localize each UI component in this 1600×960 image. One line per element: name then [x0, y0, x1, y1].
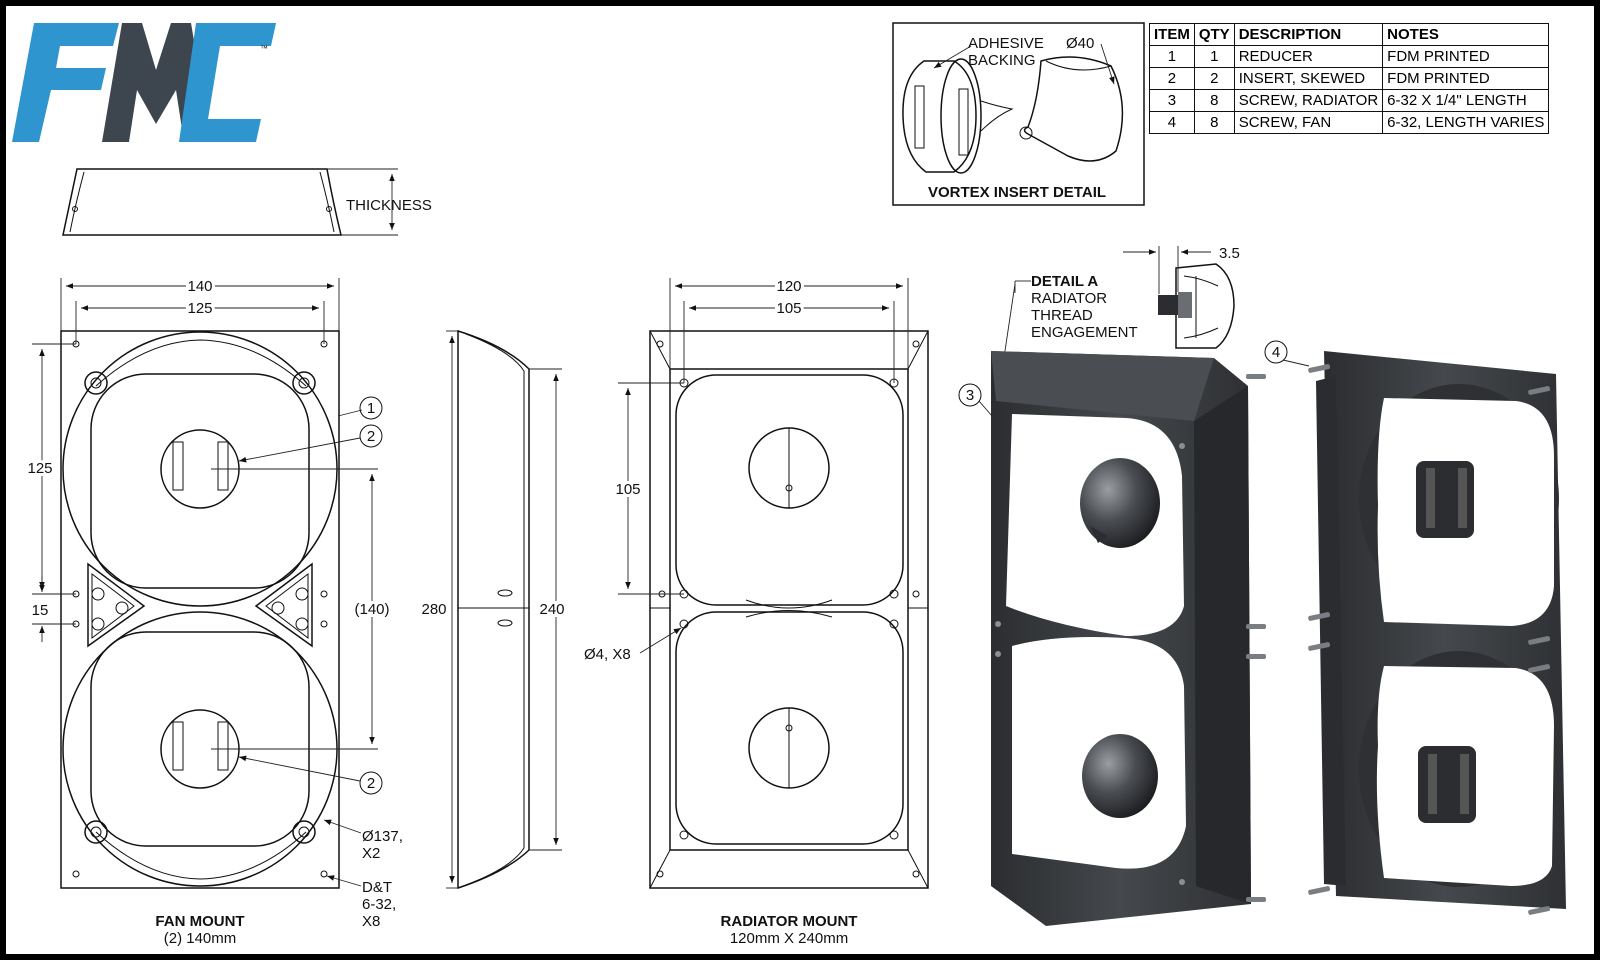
bom-cell: SCREW, RADIATOR — [1233, 89, 1384, 112]
balloon-4: 4 — [1272, 344, 1280, 361]
bill-of-materials-table: ITEM QTY DESCRIPTION NOTES 1 1 REDUCER F… — [1149, 23, 1550, 134]
bom-header-qty: QTY — [1193, 23, 1235, 46]
detail-a-line-2: THREAD — [1031, 307, 1093, 324]
fan-vertical-spacing-dim: 125 — [27, 460, 52, 477]
detail-a-line-1: RADIATOR — [1031, 290, 1107, 307]
bom-cell: FDM PRINTED — [1382, 67, 1550, 90]
bom-cell: 3 — [1149, 89, 1195, 112]
bom-cell: 8 — [1193, 111, 1235, 134]
fan-width-dim: 140 — [187, 278, 212, 295]
fan-mount-title: FAN MOUNT — [155, 913, 244, 930]
side-height-dim: 280 — [421, 601, 446, 618]
balloon-2-bottom: 2 — [367, 775, 375, 792]
reducer-profile: THICKNESS — [62, 168, 432, 236]
iso-view-front: 3 — [958, 351, 1266, 926]
radiator-mount-title: RADIATOR MOUNT — [721, 913, 858, 930]
table-row: 3 8 SCREW, RADIATOR 6-32 X 1/4" LENGTH — [1149, 89, 1550, 112]
bom-cell: 2 — [1149, 67, 1195, 90]
detail-a-title: DETAIL A — [1031, 273, 1098, 290]
table-row: 4 8 SCREW, FAN 6-32, LENGTH VARIES — [1149, 111, 1550, 134]
vortex-insert-detail: ADHESIVE BACKING Ø40 VORTEX INSERT DETAI… — [892, 22, 1145, 206]
fan-hole-spacing-dim: 125 — [187, 300, 212, 317]
bom-cell: 6-32 X 1/4" LENGTH — [1382, 89, 1550, 112]
ring-diameter-qty: X2 — [362, 845, 380, 862]
trademark-mark: ™ — [260, 44, 268, 53]
bom-header-row: ITEM QTY DESCRIPTION NOTES — [1149, 23, 1550, 46]
drawing-canvas: ™ THICKNESS ADHESIVE BACKING Ø40 VORTEX … — [12, 22, 1566, 947]
table-row: 1 1 REDUCER FDM PRINTED — [1149, 45, 1550, 68]
bom-cell: FDM PRINTED — [1382, 45, 1550, 68]
bom-cell: 2 — [1193, 67, 1235, 90]
bom-cell: INSERT, SKEWED — [1233, 67, 1384, 90]
detail-a: DETAIL A RADIATOR THREAD ENGAGEMENT 3.5 — [994, 245, 1240, 412]
adhesive-label-2: BACKING — [968, 52, 1036, 69]
radiator-mount-view: 120 105 105 Ø4, X8 RADIATOR MOUNT 120mm … — [584, 275, 929, 947]
tap-label-3: X8 — [362, 913, 380, 930]
insert-diameter-label: Ø40 — [1066, 35, 1094, 52]
bom-header-description: DESCRIPTION — [1233, 23, 1384, 46]
radiator-width-dim: 120 — [776, 278, 801, 295]
thickness-label: THICKNESS — [346, 197, 432, 214]
side-view: 280 240 — [418, 329, 568, 890]
iso-view-back: 4 — [1264, 340, 1566, 915]
fan-mount-view: 140 125 125 15 (140) 1 2 2 Ø137, X2 D&T … — [24, 275, 403, 947]
bom-header-item: ITEM — [1149, 23, 1195, 46]
bom-cell: 8 — [1193, 89, 1235, 112]
bom-cell: 1 — [1193, 45, 1235, 68]
ring-diameter-label: Ø137, — [362, 828, 403, 845]
radiator-mount-subtitle: 120mm X 240mm — [730, 930, 848, 947]
drawing-sheet: ™ THICKNESS ADHESIVE BACKING Ø40 VORTEX … — [6, 6, 1594, 954]
bom-cell: 1 — [1149, 45, 1195, 68]
balloon-3: 3 — [966, 387, 974, 404]
fmc-logo: ™ — [12, 23, 276, 142]
side-inner-height-dim: 240 — [539, 601, 564, 618]
table-row: 2 2 INSERT, SKEWED FDM PRINTED — [1149, 67, 1550, 90]
tap-label-1: D&T — [362, 879, 392, 896]
detail-a-line-3: ENGAGEMENT — [1031, 324, 1138, 341]
vortex-detail-title: VORTEX INSERT DETAIL — [928, 184, 1106, 201]
bom-header-notes: NOTES — [1382, 23, 1550, 46]
tap-label-2: 6-32, — [362, 896, 396, 913]
bom-cell: 6-32, LENGTH VARIES — [1382, 111, 1550, 134]
bom-cell: 4 — [1149, 111, 1195, 134]
fan-gap-dim: 15 — [32, 602, 49, 619]
radiator-hole-spacing-dim: 105 — [776, 300, 801, 317]
balloon-2-top: 2 — [367, 428, 375, 445]
fan-mount-subtitle: (2) 140mm — [164, 930, 237, 947]
radiator-vertical-spacing-dim: 105 — [615, 481, 640, 498]
bom-cell: REDUCER — [1233, 45, 1384, 68]
bom-cell: SCREW, FAN — [1233, 111, 1384, 134]
balloon-1: 1 — [367, 400, 375, 417]
adhesive-label-1: ADHESIVE — [968, 35, 1044, 52]
engagement-dim: 3.5 — [1219, 245, 1240, 262]
fan-center-spacing-dim: (140) — [354, 601, 389, 618]
radiator-hole-label: Ø4, X8 — [584, 646, 631, 663]
